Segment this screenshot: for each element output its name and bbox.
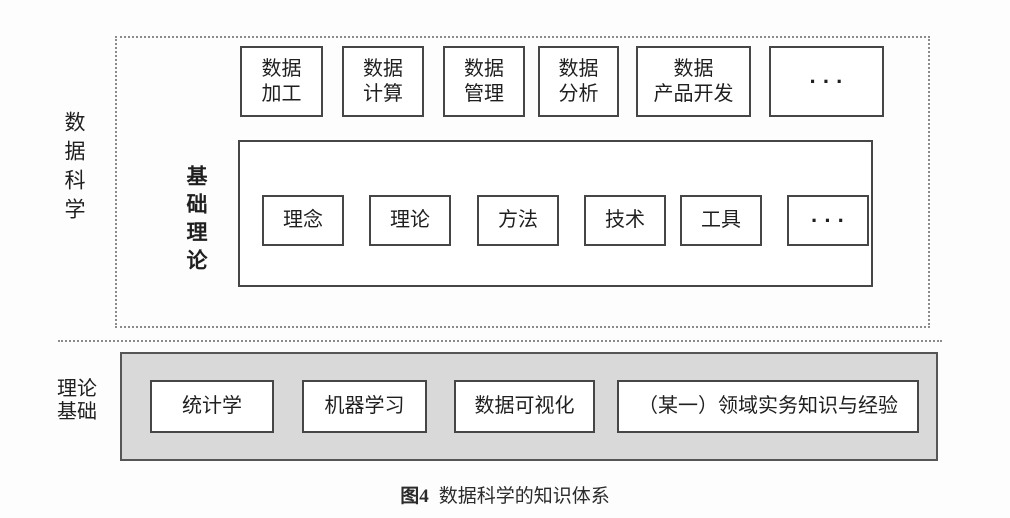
figure-caption: 图4 数据科学的知识体系 [0, 481, 1010, 508]
dotted-frame: 数据 加工 数据 计算 数据 管理 数据 分析 数据 产品开发 ··· [115, 36, 930, 328]
foundation-box-domain-knowledge: （某一）领域实务知识与经验 [617, 380, 919, 433]
core-theory-row: 理念 理论 方法 技术 工具 ··· [262, 195, 869, 246]
core-item-technology: 技术 [584, 195, 666, 246]
foundation-box-machine-learning: 机器学习 [302, 380, 427, 433]
core-item-ellipsis: ··· [787, 195, 869, 246]
process-box-data-analysis: 数据 分析 [538, 46, 619, 117]
foundation-box-data-visualization: 数据可视化 [454, 380, 595, 433]
core-theory-side-label: 基础理论 [184, 165, 207, 277]
process-row: 数据 加工 数据 计算 数据 管理 数据 分析 数据 产品开发 ··· [240, 46, 884, 117]
core-item-tool: 工具 [680, 195, 762, 246]
core-item-method: 方法 [477, 195, 559, 246]
process-box-ellipsis: ··· [769, 46, 884, 117]
core-item-concept: 理念 [262, 195, 344, 246]
process-box-data-product-dev: 数据 产品开发 [636, 46, 751, 117]
figure-title: 数据科学的知识体系 [438, 486, 610, 507]
figure-number: 图4 [400, 486, 429, 507]
foundation-panel: 统计学 机器学习 数据可视化 （某一）领域实务知识与经验 [120, 352, 938, 461]
foundation-row: 统计学 机器学习 数据可视化 （某一）领域实务知识与经验 [150, 380, 919, 433]
process-box-data-processing: 数据 加工 [240, 46, 323, 117]
process-box-data-computing: 数据 计算 [342, 46, 424, 117]
process-box-data-management: 数据 管理 [443, 46, 525, 117]
core-item-theory: 理论 [369, 195, 451, 246]
theory-foundation-side-label: 理论 基础 [57, 378, 97, 423]
section-separator-line [58, 340, 942, 342]
foundation-box-statistics: 统计学 [150, 380, 274, 433]
core-theory-box: 理念 理论 方法 技术 工具 ··· [238, 140, 873, 287]
data-science-side-label: 数据科学 [62, 111, 85, 227]
